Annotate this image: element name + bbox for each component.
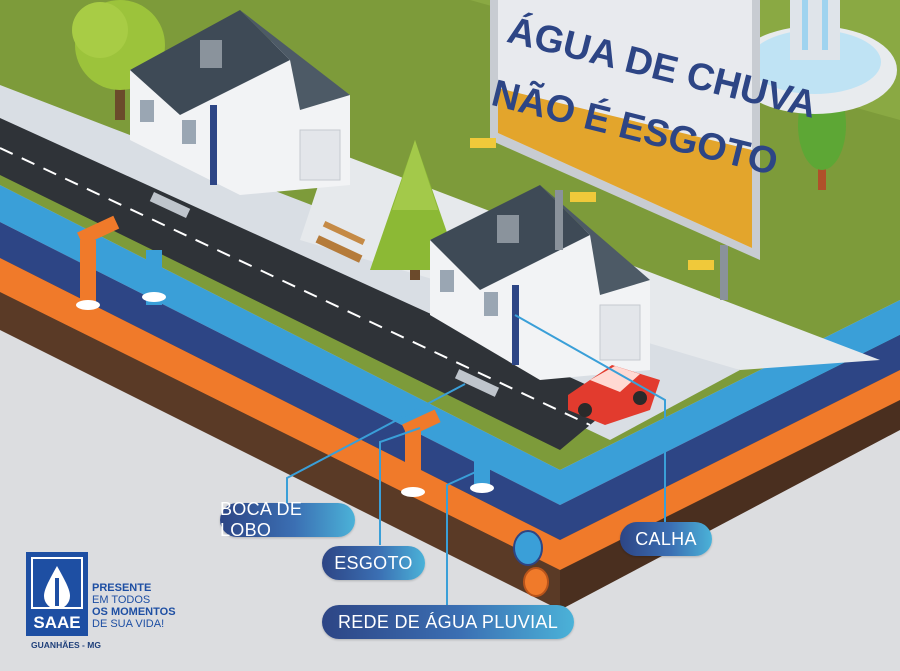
sewer-riser-1 xyxy=(80,240,96,305)
gutter-downspout-1 xyxy=(210,105,217,185)
red-car xyxy=(568,365,660,425)
fountain xyxy=(733,0,897,114)
leader-esgoto xyxy=(379,427,421,545)
rain-riser-1 xyxy=(146,250,162,305)
sewer-pipe-end xyxy=(523,567,549,597)
rain-pipe-end xyxy=(513,530,543,566)
saae-logo-mark: SAAE xyxy=(26,552,88,636)
logo-slogan: PRESENTE EM TODOS OS MOMENTOS DE SUA VID… xyxy=(92,582,176,630)
tree-back-left xyxy=(72,0,165,120)
billboard: ÁGUA DE CHUVA NÃO É ESGOTO xyxy=(488,0,821,300)
saae-logo: SAAE GUANHÃES - MG PRESENTE EM TODOS OS … xyxy=(26,552,216,652)
stratum-orange-right xyxy=(560,370,900,570)
label-calha: CALHA xyxy=(620,522,712,556)
slogan-line-3: OS MOMENTOS xyxy=(92,606,176,618)
label-rede-pluvial: REDE DE ÁGUA PLUVIAL xyxy=(322,605,574,639)
gutter-downspout-2 xyxy=(512,285,519,365)
house-1 xyxy=(130,10,350,195)
storm-drain-grate-2 xyxy=(454,369,500,397)
bench xyxy=(315,220,366,263)
slogan-line-1: PRESENTE xyxy=(92,582,152,594)
saae-brand-text: SAAE xyxy=(33,613,80,632)
label-esgoto: ESGOTO xyxy=(322,546,425,580)
logo-city: GUANHÃES - MG xyxy=(31,640,101,650)
stratum-navy-right xyxy=(560,335,900,540)
sewer-riser-2 xyxy=(405,430,421,492)
storm-drain-grate-1 xyxy=(149,192,191,218)
slogan-line-2: EM TODOS xyxy=(92,594,151,606)
lamp-3 xyxy=(688,260,714,270)
rain-riser-2 xyxy=(474,440,490,490)
leader-rede-pluvial xyxy=(446,469,481,605)
house-2 xyxy=(430,185,650,380)
lamp-2 xyxy=(570,192,596,202)
leader-calha xyxy=(514,314,666,528)
lamp-1 xyxy=(470,138,496,148)
label-boca-de-lobo: BOCA DE LOBO xyxy=(220,499,355,540)
slogan-line-4: DE SUA VIDA! xyxy=(92,618,165,630)
road-lane-line xyxy=(0,147,591,426)
